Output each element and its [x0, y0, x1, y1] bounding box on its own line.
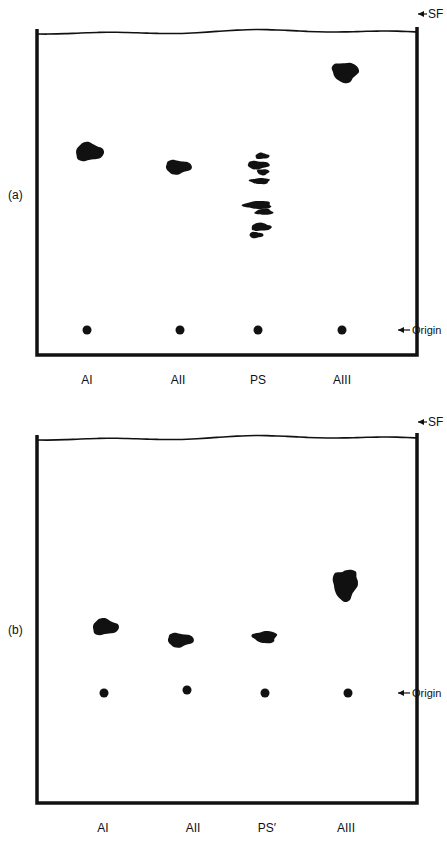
- origin-dot: [261, 689, 270, 698]
- lane-label: AI: [97, 821, 108, 835]
- lane-label: PS′: [258, 821, 276, 835]
- lane-label: AII: [171, 373, 186, 387]
- pointer-arrow: [418, 11, 427, 17]
- origin-dot: [254, 326, 263, 335]
- origin-dot: [83, 326, 92, 335]
- panel-label: (a): [8, 188, 23, 202]
- spot: [242, 201, 272, 209]
- spot: [249, 178, 270, 184]
- lane-label: PS: [250, 373, 266, 387]
- spot: [76, 142, 104, 161]
- solvent-front: [37, 30, 417, 35]
- spot: [254, 209, 273, 215]
- spot: [249, 232, 263, 239]
- spot: [256, 153, 270, 159]
- spot: [332, 63, 359, 84]
- spot: [166, 160, 192, 175]
- lane-label: AI: [81, 373, 92, 387]
- lane-label: AIII: [337, 821, 355, 835]
- origin-dot: [183, 686, 192, 695]
- spot: [252, 222, 272, 231]
- pointer-arrow: [418, 419, 427, 425]
- spot: [251, 631, 277, 643]
- origin-dot: [176, 326, 185, 335]
- tlc-tank: [37, 433, 417, 803]
- origin-dot: [338, 326, 347, 335]
- origin-dot: [100, 689, 109, 698]
- front-label: SF: [428, 415, 443, 429]
- panel-label: (b): [8, 623, 23, 637]
- spot: [93, 618, 119, 635]
- origin-dot: [344, 689, 353, 698]
- solvent-front: [37, 436, 417, 441]
- lane-label: AII: [186, 821, 201, 835]
- front-label: SF: [428, 7, 443, 21]
- spot: [168, 633, 194, 648]
- pointer-arrow: [398, 690, 410, 696]
- spot: [336, 570, 357, 586]
- pointer-arrow: [398, 327, 410, 333]
- tlc-tank: [37, 27, 417, 355]
- spot: [257, 169, 270, 175]
- lane-label: AIII: [333, 373, 351, 387]
- spot: [248, 161, 270, 170]
- origin-label: Origin: [412, 686, 441, 700]
- origin-label: Origin: [412, 323, 441, 337]
